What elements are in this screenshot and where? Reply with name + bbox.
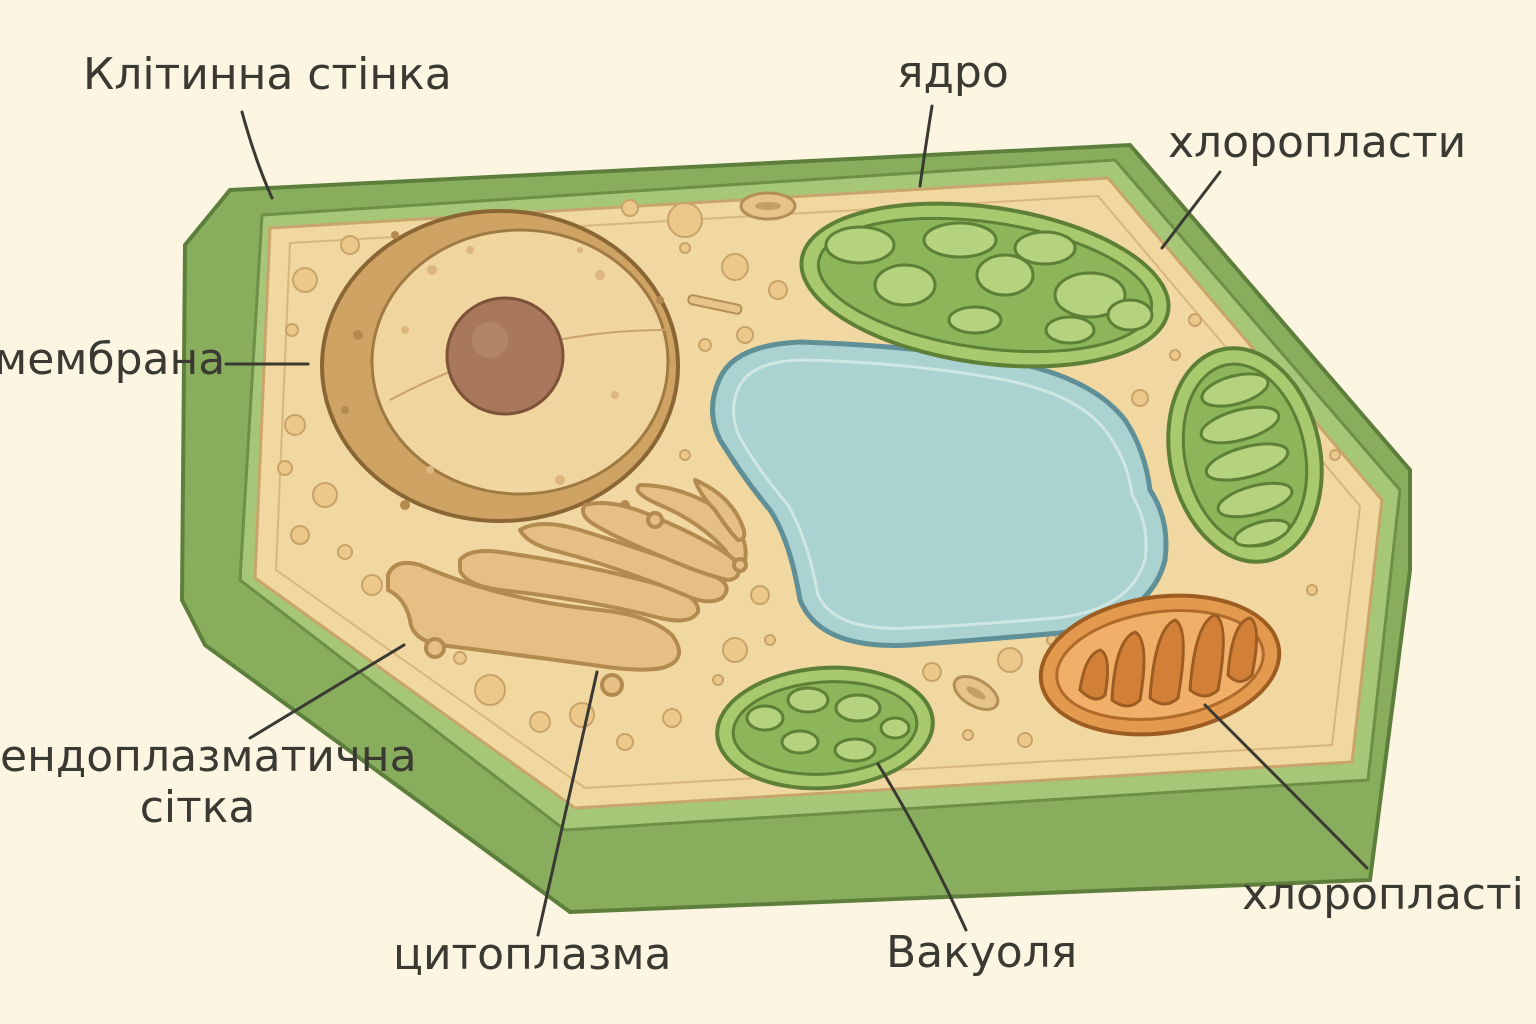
label-nucleus: ядро	[897, 47, 1009, 98]
leader-vacuole	[876, 762, 968, 932]
small-organelles	[687, 191, 1000, 711]
chloroplast-top-shape	[799, 201, 1171, 369]
label-vacuole: Вакуоля	[886, 927, 1078, 978]
label-er: ендоплазматична сітка	[0, 731, 417, 833]
leader-chloroplasts-bottom	[1203, 703, 1369, 870]
leader-nucleus	[918, 104, 934, 188]
mitochondrion-shape	[1038, 593, 1282, 737]
chloroplast-right-shape	[1166, 346, 1324, 564]
label-cell-wall: Клітинна стінка	[83, 49, 452, 100]
leader-chloroplasts-top	[1160, 170, 1222, 250]
label-membrane: мембрана	[0, 334, 226, 385]
label-er-line2: сітка	[139, 781, 256, 833]
label-chloroplasts-top: хлоропласти	[1168, 117, 1467, 168]
leader-cell-wall	[240, 110, 274, 200]
leader-cytoplasm	[536, 670, 599, 937]
chloroplast-bottom-shape	[715, 665, 935, 791]
nucleus-shape	[320, 209, 680, 523]
leader-er	[248, 643, 406, 740]
label-chloroplasts-bottom: хлоропласті	[1242, 869, 1524, 920]
er-shape	[386, 478, 748, 697]
leader-lines	[224, 104, 1369, 937]
label-er-line1: ендоплазматична	[0, 731, 417, 782]
label-cytoplasm: цитоплазма	[393, 929, 672, 980]
